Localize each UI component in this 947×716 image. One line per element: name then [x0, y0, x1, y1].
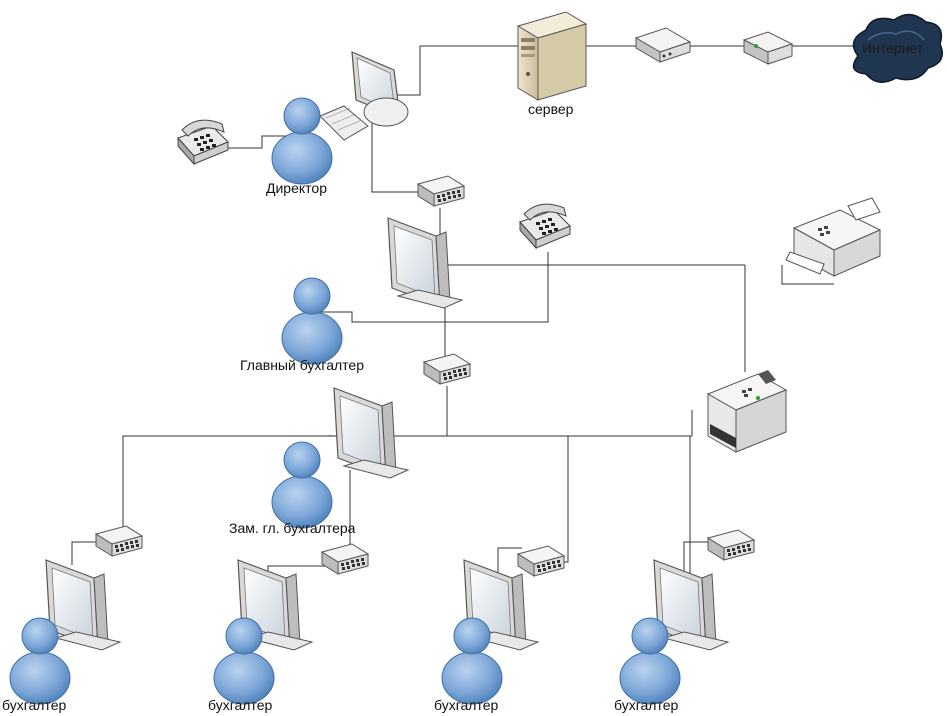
router [634, 27, 692, 63]
server-tower [516, 11, 588, 101]
accountant-2-label: бухгалтер [208, 697, 273, 713]
director-person-icon [271, 97, 333, 185]
accountant-1-label: бухгалтер [2, 697, 67, 713]
director-monitor [351, 51, 409, 127]
accountant-4-label: бухгалтер [614, 697, 679, 713]
hub-accountant-2 [321, 543, 369, 575]
chief-accountant-monitor [387, 217, 463, 309]
chief-accountant-person-icon [281, 277, 343, 365]
hub-director [417, 175, 465, 207]
chief-accountant-phone [519, 203, 571, 249]
director-label: Директор [266, 180, 327, 196]
modem [742, 31, 794, 65]
server-label: сервер [528, 101, 574, 117]
fax-machine [785, 197, 882, 277]
accountant-3-label: бухгалтер [434, 697, 499, 713]
director-phone [177, 119, 229, 165]
printer [706, 370, 788, 453]
deputy-monitor [333, 387, 409, 479]
chief-accountant-label: Главный бухгалтер [240, 357, 364, 373]
internet-label: Интернет [862, 40, 924, 56]
hub-accountant-3 [517, 545, 565, 577]
director-keyboard [319, 105, 369, 141]
hub-accountant-1 [95, 525, 143, 557]
deputy-person-icon [271, 441, 333, 529]
hub-chief-accountant [423, 353, 471, 385]
hub-accountant-4 [707, 529, 755, 561]
internet-cloud [852, 13, 943, 83]
deputy-chief-accountant-label: Зам. гл. бухгалтера [229, 520, 356, 536]
